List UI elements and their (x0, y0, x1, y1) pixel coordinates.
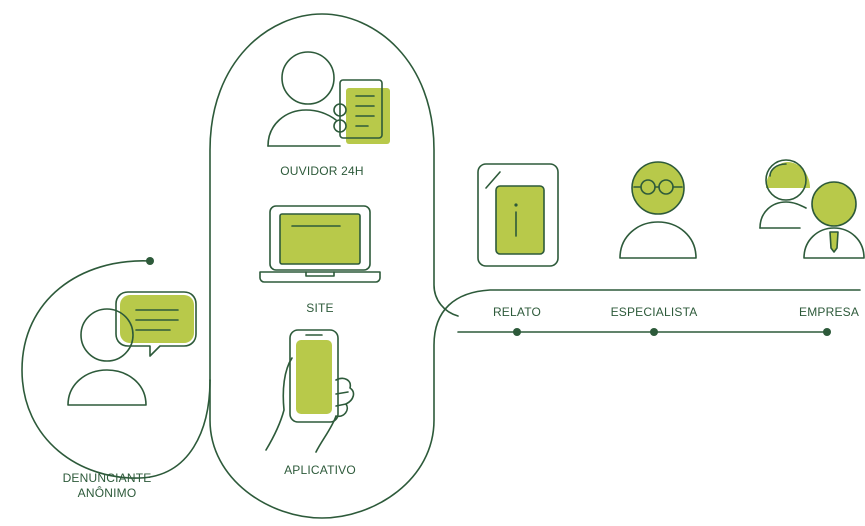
tablet-report-icon (477, 163, 559, 267)
dot-empresa (823, 328, 831, 336)
label-empresa: EMPRESA (799, 305, 860, 319)
label-ouvidor: OUVIDOR 24H (280, 164, 364, 178)
smartphone-hand-icon (265, 329, 355, 453)
specialist-glasses-icon (619, 161, 697, 259)
laptop-icon (259, 205, 381, 283)
speech-bubble-person-icon (67, 291, 197, 406)
label-site: SITE (306, 301, 334, 315)
connector-lines (21, 13, 861, 519)
label-aplicativo: APLICATIVO (284, 463, 356, 477)
label-anonimo: ANÔNIMO (77, 486, 137, 500)
company-people-icon (759, 159, 865, 259)
dot-relato (513, 328, 521, 336)
label-especialista: ESPECIALISTA (610, 305, 698, 319)
label-denunciante: DENUNCIANTE (62, 471, 152, 485)
dot-especialista (650, 328, 658, 336)
label-relato: RELATO (492, 305, 542, 319)
ombudsman-document-icon (267, 51, 390, 147)
start-dot (146, 257, 154, 265)
